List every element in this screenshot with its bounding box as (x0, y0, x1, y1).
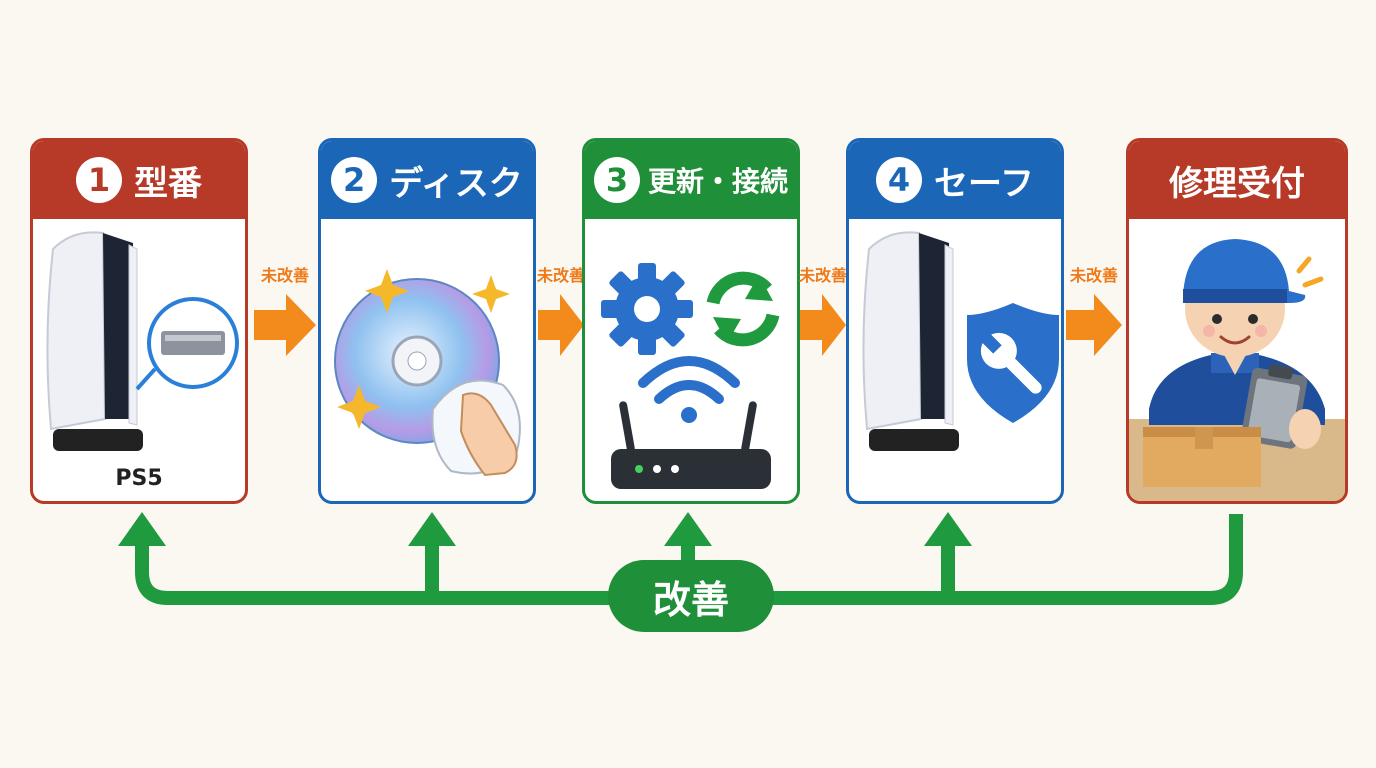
step-card-model: 1 型番 PS5 (30, 138, 248, 504)
step-number: 1 (76, 157, 122, 203)
step-title: セーフ (934, 163, 1034, 204)
step-number: 3 (593, 157, 640, 203)
step-number: 2 (331, 157, 378, 203)
step-title: 更新・接続 (647, 165, 788, 198)
right-arrow-icon (538, 294, 584, 356)
not-improved-label: 未改善 (536, 266, 585, 285)
step-title: 型番 (134, 163, 202, 204)
step-card-safe-mode: 4 セーフ (846, 138, 1064, 504)
step-card-update-connection: 3 更新・接続 (582, 138, 800, 504)
router-icon (611, 401, 771, 489)
not-improved-arrow-1: 未改善 (250, 262, 320, 372)
not-improved-label: 未改善 (1069, 266, 1118, 285)
not-improved-arrow-4: 未改善 (1062, 262, 1126, 372)
up-arrowhead-1 (118, 512, 166, 546)
model-caption: PS5 (115, 466, 163, 491)
gear-icon (601, 263, 693, 355)
ps5-safe-mode-icon (862, 231, 1059, 451)
not-improved-arrow-2: 未改善 (536, 262, 586, 372)
step-header: 2 ディスク (321, 141, 533, 219)
not-improved-label: 未改善 (260, 266, 309, 285)
step-header: 修理受付 (1129, 141, 1345, 219)
update-network-icons (601, 263, 780, 489)
wifi-icon (638, 356, 740, 404)
step-number: 4 (876, 157, 923, 203)
step-card-disc: 2 ディスク (318, 138, 536, 504)
ps5-console-icon (46, 231, 239, 451)
disc-cleaning-icon (334, 269, 521, 477)
cardboard-box-icon (1143, 427, 1261, 487)
up-arrowhead-2 (408, 512, 456, 546)
step-header: 4 セーフ (849, 141, 1061, 219)
step-header: 1 型番 (33, 141, 245, 219)
step-card-repair-request: 修理受付 (1126, 138, 1348, 504)
not-improved-label: 未改善 (798, 266, 847, 285)
repair-technician-icon (1129, 239, 1345, 501)
step-title: ディスク (389, 163, 523, 204)
wrench-icon (979, 331, 1042, 394)
step-header: 3 更新・接続 (585, 141, 797, 219)
kaizen-label: 改善 (652, 577, 729, 622)
right-arrow-icon (800, 294, 846, 356)
right-arrow-icon (1066, 294, 1122, 356)
step-title: 修理受付 (1169, 163, 1305, 204)
right-arrow-icon (254, 294, 316, 356)
up-arrowhead-4 (924, 512, 972, 546)
not-improved-arrow-3: 未改善 (798, 262, 848, 372)
up-arrowhead-3 (664, 512, 712, 546)
kaizen-badge: 改善 (608, 560, 774, 632)
